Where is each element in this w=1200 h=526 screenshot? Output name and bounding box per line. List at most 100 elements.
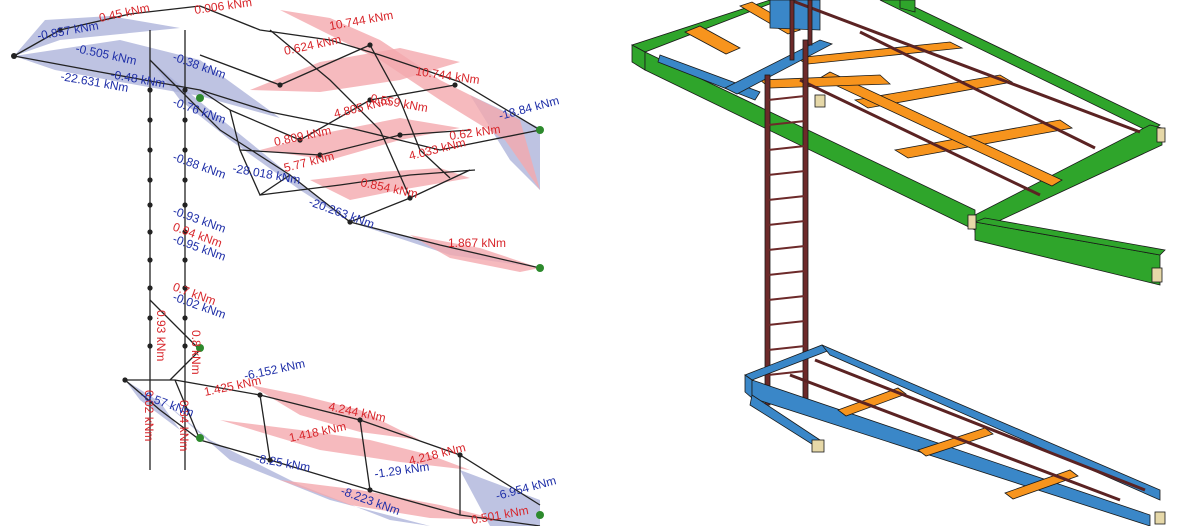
orange-joist [684, 25, 741, 55]
node [367, 42, 373, 48]
moment-label: -6.152 kNm [243, 356, 307, 383]
node [452, 82, 458, 88]
column-label: 0.84 kNm [177, 400, 191, 451]
node [317, 152, 323, 158]
orange-joist [853, 74, 1014, 109]
pos-fill-bottom-band-3 [280, 480, 500, 520]
moment-label: 1.867 kNm [448, 236, 506, 250]
rail [789, 0, 1141, 134]
moment-label: -0.88 kNm [171, 150, 228, 182]
pos-fill-mid-band [260, 118, 460, 160]
member-mid-3 [239, 129, 471, 156]
orange-joist [837, 387, 907, 417]
node [257, 392, 263, 398]
ladder-rungs [767, 95, 806, 376]
support-node [196, 434, 204, 442]
support-node [536, 126, 544, 134]
member-upper-edge [199, 5, 541, 131]
node [147, 229, 153, 235]
node [182, 117, 188, 123]
steel-model [630, 0, 1166, 526]
end-plate [811, 439, 825, 453]
moment-label: -18.84 kNm [497, 93, 561, 123]
support-node [196, 94, 204, 102]
node [277, 82, 283, 88]
rail [799, 78, 1041, 197]
end-plate [1156, 127, 1166, 143]
pos-fill-bottom-band-2 [220, 420, 470, 470]
member-bottom-cross-3 [359, 419, 371, 491]
rung [767, 295, 806, 301]
node [147, 87, 153, 93]
rung [767, 195, 806, 201]
neg-fill-top-left [14, 16, 180, 56]
member-bottom-cross-2 [259, 394, 271, 461]
moment-diagram: 0.93 kNm 0.8 kNm 0.02 kNm 0.84 kNm 10.74… [11, 0, 561, 526]
member-bottom-cross-1 [174, 379, 201, 441]
node [347, 219, 353, 225]
end-plate [814, 94, 826, 108]
green-beam-extension [974, 221, 1161, 286]
cage-post [789, 0, 795, 61]
node [122, 377, 128, 383]
rung [767, 220, 806, 226]
column-nodes [11, 27, 463, 493]
members [13, 5, 541, 526]
rail [859, 30, 1096, 150]
member-mid-2 [229, 84, 456, 141]
rung [767, 370, 806, 376]
moment-label: -1.29 kNm [373, 459, 430, 481]
blue-beam-left [744, 344, 831, 381]
moment-label: 4.805 kNm [332, 93, 392, 121]
node [397, 132, 403, 138]
rung [767, 270, 806, 276]
column-label-stack: 0.93 kNm 0.8 kNm 0.02 kNm 0.84 kNm [142, 310, 203, 451]
bottom-platform [744, 344, 1161, 526]
node [57, 27, 63, 33]
member-tail [349, 221, 541, 269]
green-beam-ext-top [973, 217, 1166, 256]
orange-joist [893, 119, 1074, 159]
node [182, 343, 188, 349]
top-platform-rails [789, 0, 1141, 197]
orange-joist [917, 427, 994, 457]
column-label: 0.8 kNm [189, 330, 203, 375]
node [11, 53, 17, 59]
green-beam-right [974, 124, 1163, 233]
node [182, 202, 188, 208]
end-plate [1154, 511, 1166, 525]
node [297, 137, 303, 143]
node [147, 147, 153, 153]
node [182, 257, 188, 263]
member-cross-1 [269, 29, 411, 199]
rung [767, 320, 806, 326]
neg-fill-bottom-right [460, 470, 540, 526]
column-label: 0.93 kNm [154, 310, 168, 361]
node [182, 315, 188, 321]
orange-joist [758, 74, 892, 89]
moment-label: 0.006 kNm [193, 0, 252, 17]
orange-joist [819, 71, 1063, 187]
rail [814, 358, 1146, 492]
rail [789, 373, 1121, 502]
node [147, 117, 153, 123]
member-top-beam [13, 55, 541, 151]
rung [767, 170, 806, 176]
moment-label: 0.624 kNm [283, 32, 343, 58]
support-node [536, 511, 544, 519]
rung [767, 120, 806, 126]
node [407, 195, 413, 201]
moment-label: 10.744 kNm [328, 8, 394, 33]
ladder [764, 0, 813, 411]
column-label: 0.02 kNm [142, 390, 156, 441]
member-mid-4 [259, 169, 476, 196]
node [367, 487, 373, 493]
support-node [196, 344, 204, 352]
moment-label: -20.263 kNm [307, 195, 376, 232]
node [182, 87, 188, 93]
node [147, 343, 153, 349]
rung [767, 345, 806, 351]
node [147, 202, 153, 208]
end-plate [1151, 267, 1163, 283]
